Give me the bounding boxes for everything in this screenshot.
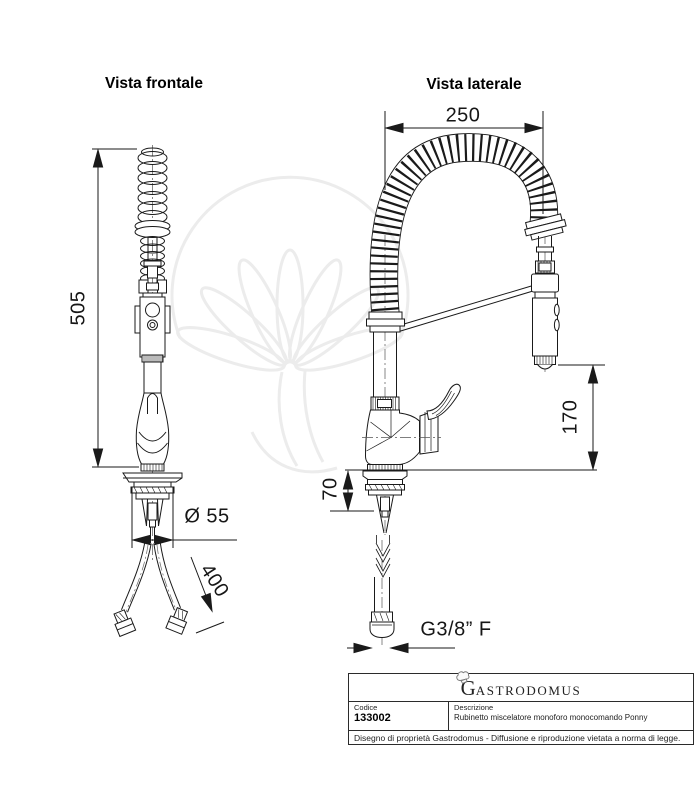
front-dimension-lines bbox=[92, 148, 237, 634]
front-view-title: Vista frontale bbox=[105, 75, 203, 92]
code-cell: Codice 133002 bbox=[349, 702, 449, 730]
brand-name: ASTRODOMUS bbox=[475, 683, 582, 698]
title-block-note-row: Disegno di proprietà Gastrodomus - Diffu… bbox=[349, 731, 693, 744]
front-flex-hoses bbox=[113, 542, 189, 638]
side-column bbox=[366, 311, 405, 411]
title-block-logo-row: GASTRODOMUS bbox=[349, 671, 693, 702]
front-spring-handle bbox=[134, 147, 171, 298]
front-view-drawing bbox=[92, 145, 237, 638]
dim-label-side-under-counter: 70 bbox=[319, 477, 342, 501]
code-value: 133002 bbox=[354, 712, 391, 724]
chef-hat-icon bbox=[455, 671, 470, 685]
description-cell: Descrizione Rubinetto miscelatore monofo… bbox=[449, 702, 693, 730]
legal-note: Disegno di proprietà Gastrodomus - Diffu… bbox=[354, 732, 681, 743]
code-label: Codice bbox=[354, 703, 378, 712]
side-view-title: Vista laterale bbox=[426, 76, 522, 93]
dim-label-front-height: 505 bbox=[67, 290, 90, 326]
side-view-drawing bbox=[330, 111, 605, 654]
front-spout bbox=[135, 361, 170, 472]
title-block: GASTRODOMUS Codice 133002 Descrizione Ru… bbox=[348, 671, 694, 745]
front-base-and-shank bbox=[122, 472, 183, 543]
side-spray-head bbox=[524, 213, 567, 370]
title-block-fields-row: Codice 133002 Descrizione Rubinetto misc… bbox=[349, 702, 693, 731]
front-valve-body bbox=[134, 296, 171, 363]
side-spring-arch bbox=[369, 133, 559, 320]
description-label: Descrizione bbox=[454, 703, 494, 712]
description-value: Rubinetto miscelatore monoforo monocoman… bbox=[454, 713, 648, 722]
dim-label-side-depth: 250 bbox=[445, 104, 481, 127]
side-base-and-shank bbox=[362, 464, 408, 534]
dim-label-side-connection: G3/8” F bbox=[420, 618, 492, 641]
dim-label-front-diameter: Ø 55 bbox=[184, 505, 230, 528]
side-support-rod bbox=[398, 285, 534, 332]
brand-logo: GASTRODOMUS bbox=[455, 671, 582, 701]
side-handle-body bbox=[362, 383, 461, 465]
side-hose bbox=[369, 535, 395, 639]
dim-label-side-spout-height: 170 bbox=[559, 399, 582, 435]
side-dimension-lines bbox=[330, 111, 605, 654]
brand-watermark bbox=[170, 175, 410, 474]
